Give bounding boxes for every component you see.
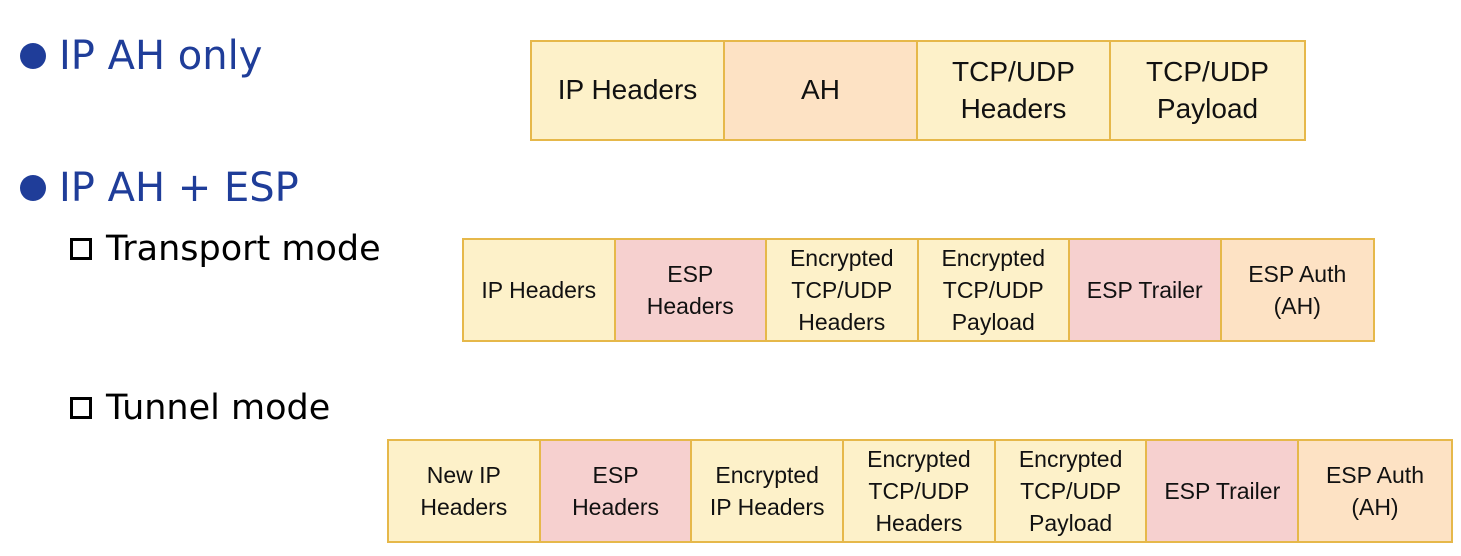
- packet-field-ah: ESP Auth (AH): [1221, 240, 1373, 340]
- bullet-ah-only-label: IP AH only: [59, 33, 263, 79]
- packet-field-esp: ESP Trailer: [1070, 240, 1222, 340]
- square-bullet-icon: [70, 238, 92, 260]
- packet-field-ip: Encrypted TCP/UDP Headers: [844, 441, 996, 541]
- packet-field-ip: Encrypted TCP/UDP Headers: [767, 240, 919, 340]
- subitem-transport-label: Transport mode: [106, 229, 381, 269]
- bullet-ah-esp: IP AH + ESP: [20, 165, 299, 211]
- square-bullet-icon: [70, 397, 92, 419]
- subitem-tunnel: Tunnel mode: [70, 388, 330, 428]
- packet-field-ah: ESP Auth (AH): [1299, 441, 1451, 541]
- bullet-ah-esp-label: IP AH + ESP: [59, 165, 299, 211]
- packet-field-esp: ESP Trailer: [1147, 441, 1300, 541]
- packet-field-ip: TCP/UDP Payload: [1111, 42, 1304, 139]
- bullet-ah-only: IP AH only: [20, 33, 262, 79]
- subitem-transport: Transport mode: [70, 229, 381, 269]
- bullet-dot-icon: [20, 43, 46, 69]
- packet-field-esp: ESP Headers: [615, 240, 767, 340]
- bullet-dot-icon: [20, 175, 46, 201]
- packet-field-ip: Encrypted IP Headers: [692, 441, 845, 541]
- packet-field-ip: Encrypted TCP/UDP Payload: [995, 441, 1148, 541]
- packet-field-ip: Encrypted TCP/UDP Payload: [918, 240, 1070, 340]
- subitem-tunnel-label: Tunnel mode: [106, 388, 331, 428]
- packet-field-ip: IP Headers: [532, 42, 725, 139]
- packet-field-ip: IP Headers: [464, 240, 616, 340]
- packet-field-esp: ESP Headers: [540, 441, 693, 541]
- packet-field-ip: New IP Headers: [389, 441, 541, 541]
- packet-field-ah: AH: [725, 42, 918, 139]
- packet-field-ip: TCP/UDP Headers: [918, 42, 1111, 139]
